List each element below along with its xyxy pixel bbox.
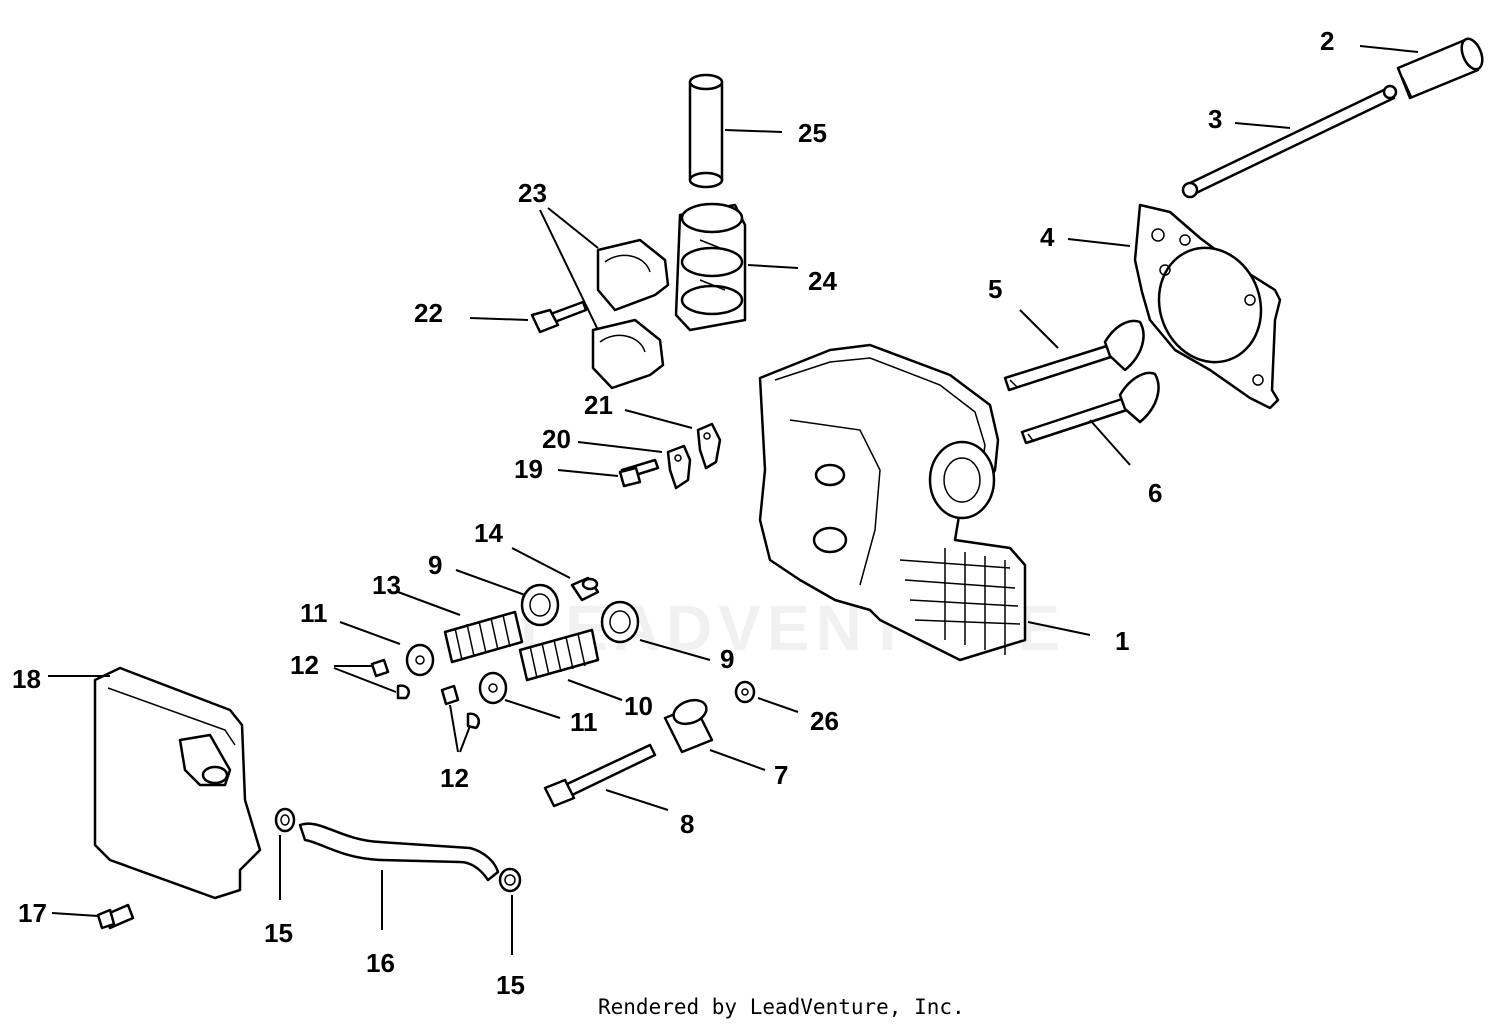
leader-8 [605, 789, 669, 811]
leader-11b [504, 699, 561, 719]
callout-10: 10 [624, 691, 653, 721]
leader-11a [339, 621, 401, 645]
part-10-spring [518, 628, 600, 682]
part-19-screw [618, 458, 660, 488]
leader-24 [747, 264, 799, 269]
callout-17: 17 [18, 898, 47, 928]
part-7-spacer [663, 698, 714, 754]
part-25-rod [688, 73, 724, 189]
leader-22 [469, 317, 529, 321]
leader-25 [724, 129, 783, 133]
part-23-rocker-arm-lower [591, 318, 665, 390]
part-6-valve [1020, 371, 1160, 445]
callout-15b: 15 [496, 970, 525, 1000]
callout-24: 24 [808, 266, 837, 296]
part-18-valve-cover [93, 666, 262, 900]
leader-19 [557, 469, 619, 477]
part-9-retainer-lower [600, 600, 640, 644]
callout-21: 21 [584, 390, 613, 420]
part-11-washer-lower [478, 671, 508, 705]
callout-labels: 1 2 3 4 5 6 7 8 9 9 10 11 11 12 12 13 14… [12, 26, 1334, 1000]
part-2-tube [1396, 37, 1484, 100]
callout-2: 2 [1320, 26, 1334, 56]
part-9-retainer-upper [520, 583, 560, 627]
part-17-bolt [96, 903, 135, 930]
callout-15a: 15 [264, 918, 293, 948]
part-4-head-gasket [1133, 203, 1282, 410]
leader-9a [455, 569, 526, 596]
part-13-spring [443, 610, 524, 664]
leader-12b-2 [459, 725, 471, 753]
part-21-plate [696, 422, 722, 470]
callout-25: 25 [798, 118, 827, 148]
leader-5 [1019, 309, 1059, 349]
callout-8: 8 [680, 809, 694, 839]
leader-10 [567, 679, 623, 701]
leader-14 [511, 547, 571, 579]
callout-16: 16 [366, 948, 395, 978]
callout-6: 6 [1148, 478, 1162, 508]
part-16-hose [298, 822, 500, 882]
leader-3 [1234, 122, 1291, 129]
part-22-bolt [530, 300, 588, 334]
part-14-cap [570, 576, 600, 602]
leader-23-2 [539, 209, 599, 331]
callout-1: 1 [1115, 626, 1129, 656]
callout-13: 13 [372, 570, 401, 600]
callout-12a: 12 [290, 650, 319, 680]
callout-9a: 9 [428, 550, 442, 580]
leader-4 [1067, 238, 1131, 247]
leader-23-1 [547, 207, 599, 249]
callout-26: 26 [810, 706, 839, 736]
leader-1 [1027, 621, 1091, 636]
part-24-bracket [674, 202, 747, 332]
callout-20: 20 [542, 424, 571, 454]
callout-7: 7 [774, 760, 788, 790]
callout-18: 18 [12, 664, 41, 694]
part-15-clamp-left [274, 807, 296, 833]
part-15-clamp-right [498, 867, 522, 893]
leader-12b-1 [449, 704, 459, 753]
part-12-keepers-right [440, 684, 480, 730]
part-1-cylinder-head [758, 343, 1027, 662]
callout-19: 19 [514, 454, 543, 484]
leader-13 [397, 591, 461, 616]
leader-9b [639, 639, 711, 661]
part-20-plate [666, 444, 692, 490]
leader-2 [1359, 45, 1419, 53]
leader-12a-2 [333, 667, 397, 693]
leader-lines [48, 45, 1419, 955]
part-26-washer [734, 680, 756, 704]
part-3-push-rod [1181, 84, 1398, 199]
callout-22: 22 [414, 298, 443, 328]
leader-20 [577, 441, 663, 453]
callout-5: 5 [988, 274, 1002, 304]
leader-7 [709, 749, 766, 771]
callout-9b: 9 [720, 644, 734, 674]
part-8-stud [543, 743, 657, 808]
callout-3: 3 [1208, 104, 1222, 134]
part-5-valve [1003, 319, 1145, 392]
callout-23: 23 [518, 178, 547, 208]
callout-11b: 11 [570, 707, 598, 737]
part-11-washer-upper [405, 643, 435, 677]
callout-4: 4 [1040, 222, 1055, 252]
leader-17 [51, 912, 99, 917]
part-12-keepers-left [370, 658, 410, 700]
callout-14: 14 [474, 518, 503, 548]
footer-credit: Rendered by LeadVenture, Inc. [598, 995, 965, 1019]
callout-11a: 11 [300, 598, 328, 628]
leader-21 [624, 409, 693, 429]
part-23-rocker-arm-upper [596, 238, 670, 312]
callout-12b: 12 [440, 763, 469, 793]
leader-6 [1089, 419, 1131, 466]
leader-26 [757, 697, 799, 713]
